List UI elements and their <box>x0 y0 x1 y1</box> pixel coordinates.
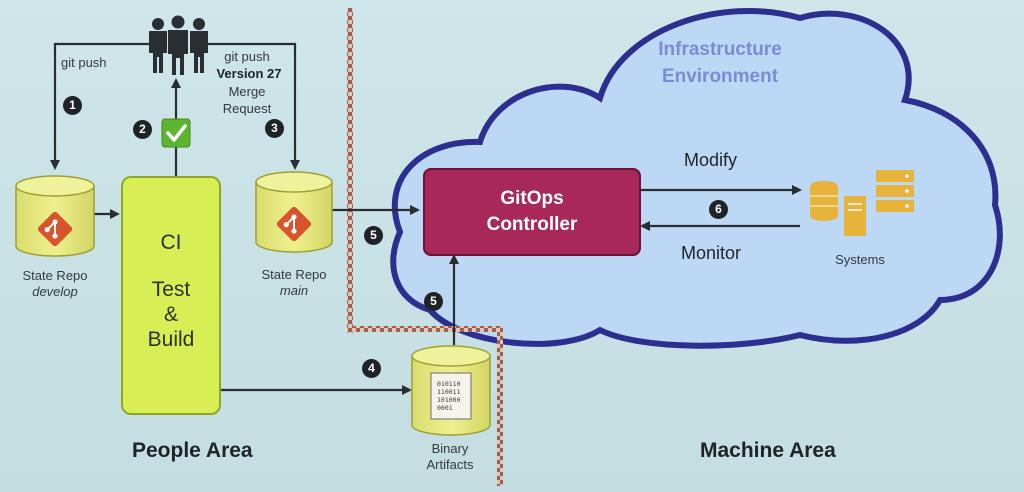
ci-label: CI <box>160 231 182 254</box>
build-label: Build <box>147 328 195 351</box>
environment-label: Environment <box>661 66 779 87</box>
state-repo-develop-branch: develop <box>32 284 78 299</box>
step-2-badge: 2 <box>133 120 152 139</box>
binary-file-icon <box>430 372 472 420</box>
binary-bits-row: 101000 <box>437 396 461 404</box>
state-repo-main-title: State Repo <box>261 267 327 282</box>
monitor-label: Monitor <box>681 243 742 263</box>
step-5-badge-b: 5 <box>424 292 443 311</box>
step-6-badge: 6 <box>709 200 728 219</box>
step-3-badge: 3 <box>265 119 284 138</box>
binary-bits: 010110 110011 101000 0001 <box>437 380 467 412</box>
git-logo-icon <box>276 206 312 242</box>
database-icon <box>810 181 838 221</box>
binary-artifacts-cylinder <box>411 345 491 436</box>
step-5-badge-a: 5 <box>364 226 383 245</box>
artifacts-title: Artifacts <box>426 457 474 472</box>
binary-bits-row: 110011 <box>437 388 461 396</box>
git-logo-icon <box>37 211 73 247</box>
people-group-icon <box>149 15 208 75</box>
modify-label: Modify <box>684 150 738 170</box>
test-label: Test <box>151 278 191 301</box>
infrastructure-cloud <box>390 8 1003 349</box>
step-1-badge: 1 <box>63 96 82 115</box>
state-repo-develop-title: State Repo <box>22 268 88 283</box>
state-repo-develop-cylinder <box>15 175 95 257</box>
infrastructure-label: Infrastructure <box>658 39 782 60</box>
gitops-label: GitOps <box>500 188 564 209</box>
systems-label: Systems <box>835 252 885 267</box>
controller-label: Controller <box>486 214 578 235</box>
binary-bits-row: 010110 <box>437 380 461 388</box>
gitops-controller-box: GitOps Controller <box>423 168 641 256</box>
checkmark-icon <box>161 118 191 148</box>
step-4-badge: 4 <box>362 359 381 378</box>
server-stack-icon <box>844 170 914 236</box>
version-label: Version 27 <box>216 66 282 81</box>
ci-test-build-box: CI Test & Build <box>121 176 221 415</box>
ampersand-label: & <box>163 303 178 326</box>
request-label: Request <box>222 101 272 116</box>
area-divider-wall <box>347 8 503 486</box>
state-repo-main-label: State Repo main <box>244 267 344 299</box>
binary-bits-row: 0001 <box>437 404 453 412</box>
git-push-left-label: git push <box>61 55 107 70</box>
merge-label: Merge <box>228 84 266 99</box>
machine-area-title: Machine Area <box>700 439 836 462</box>
infrastructure-environment-title: Infrastructure Environment <box>600 36 840 90</box>
git-push-right-label: git push <box>224 49 270 64</box>
arrow-git-push-left <box>50 42 158 170</box>
state-repo-main-cylinder <box>255 171 333 253</box>
state-repo-develop-label: State Repo develop <box>5 268 105 300</box>
binary-title: Binary <box>431 441 469 456</box>
arrow-git-push-right <box>206 42 300 170</box>
binary-artifacts-label: Binary Artifacts <box>400 441 500 473</box>
state-repo-main-branch: main <box>279 283 309 298</box>
people-area-title: People Area <box>132 439 253 462</box>
